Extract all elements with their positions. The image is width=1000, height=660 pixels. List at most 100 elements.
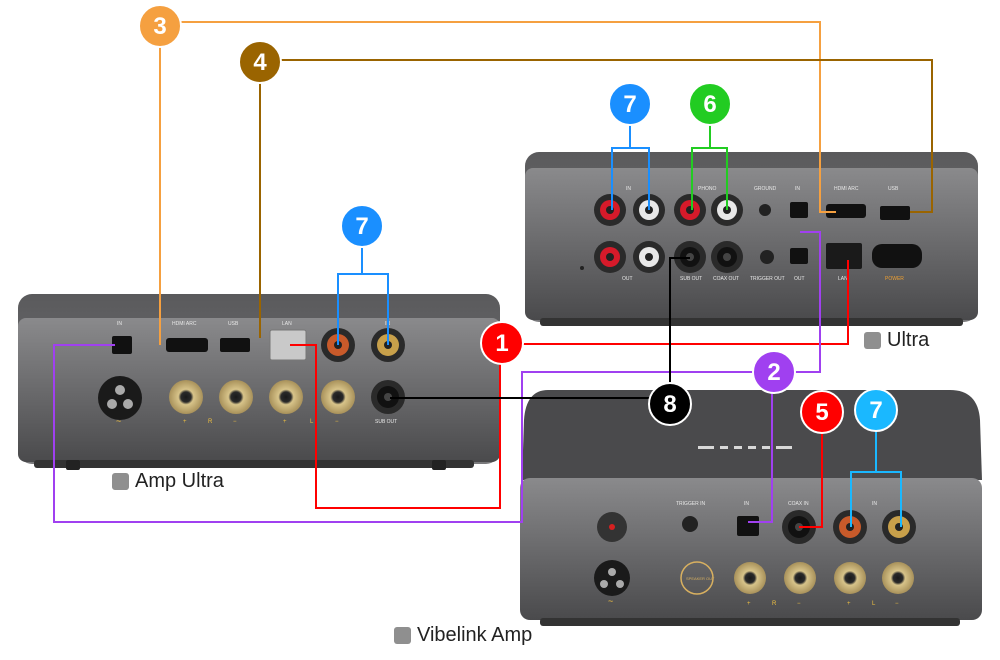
amp-ultra-speaker-post-2	[219, 380, 253, 414]
svg-text:2: 2	[767, 359, 780, 386]
ultra-hdmi-port	[826, 204, 866, 218]
ultra-label-sub-out: SUB OUT	[680, 276, 702, 282]
vibelink-label-coax-in: COAX IN	[788, 501, 809, 507]
svg-text:5: 5	[815, 399, 828, 426]
svg-text:8: 8	[663, 391, 676, 418]
ultra-device	[525, 152, 978, 326]
vibelink-ac-symbol: ~	[608, 596, 613, 606]
caption-vibelink-amp-text: Vibelink Amp	[417, 624, 533, 646]
amp-ultra-usb-port	[220, 338, 250, 352]
amp-ultra-sub-out-jack	[371, 380, 405, 414]
svg-text:7: 7	[869, 397, 882, 424]
cables	[53, 21, 933, 528]
vibelink-power-socket	[594, 560, 630, 596]
ultra-label-ground: GROUND	[754, 186, 777, 192]
ultra-label-coax-out: COAX OUT	[713, 276, 739, 282]
cable-5-coax	[799, 412, 823, 528]
amp-ultra-speaker-post-4	[321, 380, 355, 414]
amp-ultra-spk-2: R	[208, 419, 213, 425]
amp-ultra-label-in: IN	[117, 321, 122, 327]
cable-2-optical	[53, 231, 821, 523]
badge-8: 8	[648, 382, 692, 426]
badges: 1 2 3 4 5 6 7 7 7 8	[138, 4, 898, 434]
caption-vibelink-amp-swatch	[394, 627, 411, 644]
svg-text:TRIGGER IN IN COAX: TRIGGER IN IN COAX IN IN	[676, 501, 877, 507]
amp-ultra-hdmi-port	[166, 338, 208, 352]
vibelink-power-button	[597, 512, 627, 542]
caption-amp-ultra-swatch	[112, 473, 129, 490]
cable-7-ultra-left	[611, 147, 630, 210]
vibelink-speaker-post-2	[784, 562, 816, 594]
amp-ultra-label-usb: USB	[228, 321, 239, 327]
amp-ultra-label-hdmi: HDMI ARC	[172, 321, 197, 327]
caption-amp-ultra: Amp Ultra	[112, 470, 224, 493]
ultra-usb-port	[880, 206, 910, 220]
caption-amp-ultra-text: Amp Ultra	[135, 470, 224, 492]
ultra-label-in: IN	[626, 186, 631, 192]
vibelink-trigger-in	[682, 516, 698, 532]
cable-8-sub	[390, 257, 690, 399]
vibelink-speaker-post-3	[834, 562, 866, 594]
vibelink-spk-5: L	[872, 601, 876, 607]
svg-text:7: 7	[355, 213, 368, 240]
ultra-label-phono: PHONO	[698, 186, 716, 192]
vibelink-optical-in	[737, 516, 759, 536]
svg-text:3: 3	[153, 13, 166, 40]
amp-ultra-ac-symbol: ~	[116, 416, 121, 426]
amp-ultra-speaker-post-1	[169, 380, 203, 414]
ultra-trigger-out	[760, 250, 774, 264]
vibelink-spk-3: −	[797, 601, 801, 607]
ultra-ground-post	[759, 204, 771, 216]
ultra-coax-out-jack	[711, 241, 743, 273]
svg-text:1: 1	[495, 330, 508, 357]
cable-7-ultra-right	[629, 124, 650, 210]
caption-ultra-text: Ultra	[887, 329, 930, 351]
badge-3: 3	[138, 4, 182, 48]
ultra-label-optical-in: IN	[795, 186, 800, 192]
amp-ultra-optical-in	[112, 336, 132, 354]
cable-6-phono-right	[709, 124, 728, 210]
amp-ultra-spk-4: +	[283, 419, 287, 425]
cable-4-usb	[259, 59, 933, 338]
vibelink-speaker-out-badge	[680, 561, 714, 595]
ultra-ports: IN PHONO GROUND IN HDMI ARC USB OUT SUB …	[594, 186, 922, 282]
cable-7-vibelink-left	[850, 471, 876, 527]
badge-4: 4	[238, 40, 282, 84]
caption-vibelink-amp: Vibelink Amp	[394, 624, 532, 647]
ultra-label-usb: USB	[888, 186, 899, 192]
ultra-phono-left	[674, 194, 706, 226]
amp-ultra-spk-3: −	[233, 419, 237, 425]
cable-7-amp-ultra-left	[337, 273, 362, 345]
vibelink-logo	[698, 446, 792, 449]
vibelink-label-optical-in: IN	[744, 501, 749, 507]
amp-ultra-speaker-post-3	[269, 380, 303, 414]
ultra-rca-in-left	[594, 194, 626, 226]
cable-1-lan	[290, 260, 849, 509]
badge-7-ultra: 7	[608, 82, 652, 126]
ultra-power-socket	[872, 244, 922, 268]
ultra-optical-in	[790, 202, 808, 218]
svg-text:+ R − +: + R − + L −	[747, 601, 899, 607]
ultra-label-out: OUT	[622, 276, 633, 282]
cable-6-phono-left	[691, 147, 710, 210]
badge-6: 6	[688, 82, 732, 126]
amp-ultra-power-socket	[98, 376, 142, 420]
ultra-out-right	[633, 241, 665, 273]
ultra-label-trigger-out: TRIGGER OUT	[750, 276, 785, 282]
vibelink-speaker-post-4	[882, 562, 914, 594]
amp-ultra-spk-6: −	[335, 419, 339, 425]
ultra-lan-port	[826, 243, 862, 269]
amp-ultra-spk-1: +	[183, 419, 187, 425]
svg-text:6: 6	[703, 91, 716, 118]
badge-5: 5	[800, 390, 844, 434]
badge-1: 1	[480, 321, 524, 365]
vibelink-label-speaker-out: SPEAKER OUT	[686, 576, 715, 581]
ultra-label-lan: LAN	[838, 276, 848, 282]
svg-text:7: 7	[623, 91, 636, 118]
vibelink-spk-2: R	[772, 601, 777, 607]
ultra-optical-out	[790, 248, 808, 264]
cable-3-hdmi	[159, 21, 836, 345]
cable-7-amp-ultra-right	[361, 248, 389, 345]
svg-text:4: 4	[253, 49, 267, 76]
cable-2-optical-vibelink	[748, 372, 773, 523]
